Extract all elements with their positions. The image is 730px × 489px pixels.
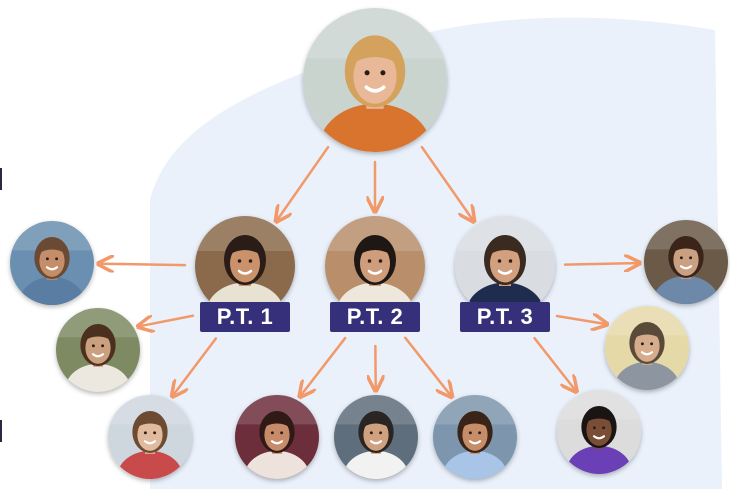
face: [462, 418, 488, 451]
edge-mark-bottom: [0, 420, 2, 442]
arrow-pt1-to-l3: [173, 337, 218, 395]
face: [85, 331, 111, 364]
face: [39, 244, 65, 277]
shirt: [318, 103, 432, 152]
face: [586, 413, 612, 446]
face: [137, 418, 163, 451]
arrow-top-to-pt1: [277, 145, 330, 220]
label-pt-2: P.T. 2: [330, 302, 420, 332]
label-pt-1: P.T. 1: [200, 302, 290, 332]
face: [353, 49, 397, 104]
face: [230, 244, 260, 283]
shirt: [614, 361, 680, 390]
arrow-pt2-to-b3: [404, 336, 450, 396]
face: [264, 418, 290, 451]
face: [360, 244, 390, 283]
background-shape: [150, 17, 722, 489]
arrow-pt1-to-l1: [100, 264, 187, 265]
arrow-pt1-to-l2: [140, 314, 195, 326]
face: [634, 329, 660, 362]
arrow-pt2-to-b1: [301, 336, 347, 395]
arrow-top-to-pt3: [420, 145, 473, 220]
arrow-pt3-to-r2: [555, 316, 605, 324]
face: [673, 243, 699, 276]
referral-person-l1: [10, 221, 94, 305]
connection-arrows: [100, 145, 638, 396]
arrow-pt3-to-r1: [563, 263, 638, 265]
shirt: [566, 445, 632, 474]
label-pt-3: P.T. 3: [460, 302, 550, 332]
shirt: [442, 450, 508, 479]
referral-person-r1: [644, 220, 728, 304]
referral-person-l2: [56, 308, 140, 392]
arrow-pt3-to-r3: [533, 336, 576, 390]
shirt: [244, 450, 310, 479]
edge-mark-top: [0, 168, 2, 190]
shirt: [343, 450, 409, 479]
shirt: [65, 363, 131, 392]
shirt: [117, 450, 183, 479]
face: [490, 244, 520, 283]
face: [363, 418, 389, 451]
shirt: [653, 275, 719, 304]
shirt: [19, 276, 85, 305]
referral-person-b2: [334, 395, 418, 479]
referral-person-b3: [433, 395, 517, 479]
